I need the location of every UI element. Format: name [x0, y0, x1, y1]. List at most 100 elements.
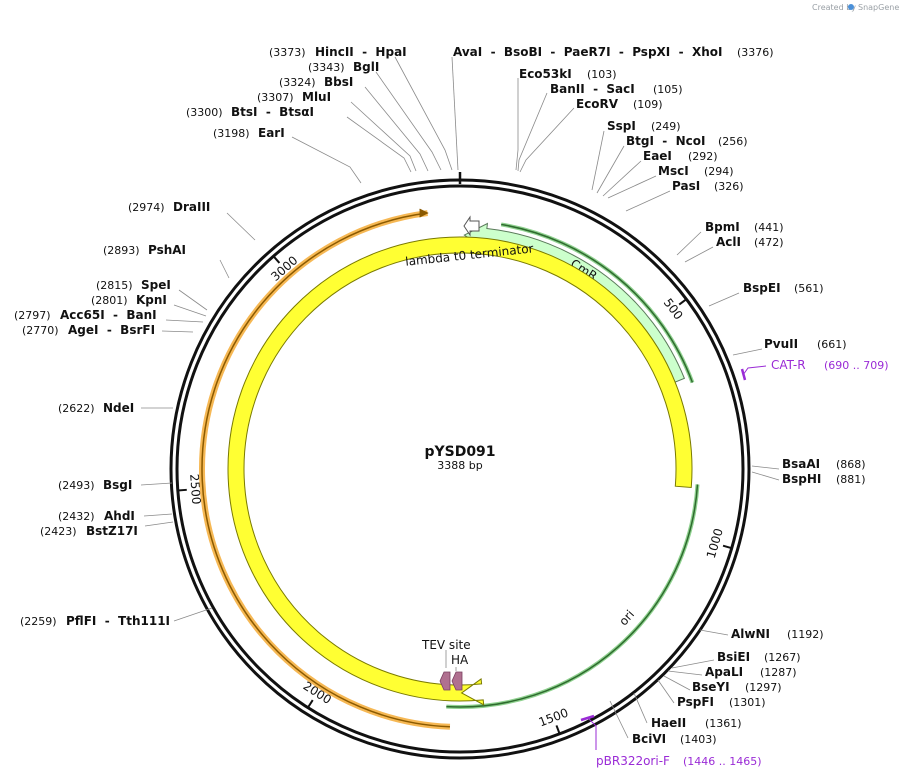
site-position: (109): [633, 98, 663, 111]
site-name: BstZ17I: [86, 524, 138, 538]
site-name: BglI: [353, 60, 379, 74]
site-spei[interactable]: (2815)SpeI: [96, 278, 171, 292]
site-bstz17i[interactable]: (2423)BstZ17I: [40, 524, 138, 538]
site-position: (441): [754, 221, 784, 234]
site-kpni[interactable]: (2801)KpnI: [91, 293, 167, 307]
site-bsiei[interactable]: (1267)BsiEI: [717, 650, 801, 664]
site-eari[interactable]: (3198)EarI: [213, 126, 285, 140]
site-bgli[interactable]: (3343)BglI: [308, 60, 379, 74]
site-name: Acc65I - BanI: [60, 308, 157, 322]
primer-pbr322ori[interactable]: pBR322ori-F (1446 .. 1465): [580, 714, 762, 768]
site-msci[interactable]: (294)MscI: [658, 164, 734, 178]
site-position: (2493): [58, 479, 95, 492]
tick-mark: [177, 488, 187, 492]
site-position: (2432): [58, 510, 95, 523]
site-position: (1297): [745, 681, 782, 694]
ori-feature-arrow[interactable]: [227, 236, 693, 706]
site-dralll[interactable]: (2974)DraIII: [128, 200, 210, 214]
site-name: HincII - HpaI: [315, 45, 407, 59]
site-pflfi[interactable]: (2259) PflFI - Tth111I: [20, 614, 170, 628]
site-name: PasI: [672, 179, 700, 193]
site-btsi[interactable]: (3300)BtsI - BtsαI: [186, 105, 314, 119]
tick-label: 500: [661, 296, 686, 323]
site-btgi[interactable]: (256)BtgI - NcoI: [626, 134, 748, 148]
site-position: (1192): [787, 628, 824, 641]
site-sspi[interactable]: (249)SspI: [607, 119, 681, 133]
site-name: AvaI - BsoBI - PaeR7I - PspXI - XhoI: [453, 45, 722, 59]
site-apali[interactable]: (1287)ApaLI: [705, 665, 797, 679]
ha-label: HA: [451, 653, 469, 667]
site-name: KpnI: [136, 293, 167, 307]
site-acli[interactable]: (472)AclI: [716, 235, 784, 249]
ha-marker[interactable]: [451, 671, 463, 691]
site-banii[interactable]: (105)BanII - SacI: [550, 82, 683, 96]
site-name: AhdI: [104, 509, 135, 523]
site-name: NdeI: [103, 401, 134, 415]
site-position: (561): [794, 282, 824, 295]
site-alwni[interactable]: (1192)AlwNI: [731, 627, 824, 641]
site-hincii[interactable]: (3373) HincII - HpaI: [269, 45, 407, 59]
site-agei[interactable]: (2770)AgeI - BsrFI: [22, 323, 155, 337]
site-position: (3324): [279, 76, 316, 89]
site-bsaai[interactable]: (868) BsaAI: [782, 457, 866, 471]
site-name: BseYI: [692, 680, 730, 694]
site-mlui[interactable]: (3307)MluI: [257, 90, 331, 104]
site-bbsi[interactable]: (3324)BbsI: [279, 75, 353, 89]
site-position: (1287): [760, 666, 797, 679]
pbr322-name: pBR322ori-F: [596, 754, 670, 768]
site-name: PspFI: [677, 695, 714, 709]
tev-site-marker[interactable]: [439, 671, 451, 691]
site-position: (105): [653, 83, 683, 96]
watermark: Created by SnapGene: [812, 3, 899, 12]
site-position: (2815): [96, 279, 133, 292]
tick-mark: [722, 544, 732, 550]
site-eaei[interactable]: (292)EaeI: [643, 149, 718, 163]
primer-catr[interactable]: CAT-R (690 .. 709): [740, 358, 889, 381]
site-name: HaeII: [651, 716, 686, 730]
tick-label: 1000: [704, 527, 726, 560]
site-ecorv[interactable]: (109)EcoRV: [576, 97, 663, 111]
site-name: PflFI - Tth111I: [66, 614, 170, 628]
catr-name: CAT-R: [771, 358, 806, 372]
site-position: (868): [836, 458, 866, 471]
site-name: Eco53kI: [519, 67, 572, 81]
site-position: (3376): [737, 46, 774, 59]
site-position: (103): [587, 68, 617, 81]
site-position: (294): [704, 165, 734, 178]
site-bcivi[interactable]: (1403)BciVI: [632, 732, 717, 746]
plasmid-length: 3388 bp: [437, 459, 482, 472]
site-name: AclI: [716, 235, 741, 249]
site-ndei[interactable]: (2622)NdeI: [58, 401, 134, 415]
site-position: (2797): [14, 309, 51, 322]
site-bseyi[interactable]: (1297) BseYI: [692, 680, 782, 694]
site-name: BsaAI: [782, 457, 820, 471]
site-position: (1301): [729, 696, 766, 709]
site-position: (2259): [20, 615, 57, 628]
site-position: (3198): [213, 127, 250, 140]
site-position: (881): [836, 473, 866, 486]
site-eco53ki[interactable]: (103) Eco53kI: [519, 67, 617, 81]
site-pshai[interactable]: (2893)PshAI: [103, 243, 186, 257]
site-pspfi[interactable]: (1301) PspFI: [677, 695, 766, 709]
site-position: (3300): [186, 106, 223, 119]
site-pasi[interactable]: (326)PasI: [672, 179, 744, 193]
site-position: (3373): [269, 46, 306, 59]
tev-ha-features[interactable]: [439, 650, 463, 691]
site-bspei[interactable]: (561)BspEI: [743, 281, 824, 295]
site-name: DraIII: [173, 200, 210, 214]
tick-label: 1500: [537, 706, 571, 730]
tev-site-label: TEV site: [421, 638, 471, 652]
site-bsphi[interactable]: (881)BspHI: [782, 472, 866, 486]
ori-label: ori: [616, 607, 637, 628]
site-haeii[interactable]: (1361)HaeII: [651, 716, 742, 730]
site-ahdi[interactable]: (2432) AhdI: [58, 509, 135, 523]
site-pvuii[interactable]: (661)PvuII: [764, 337, 847, 351]
site-acc65i[interactable]: (2797) Acc65I - BanI: [14, 308, 157, 322]
site-name: BsiEI: [717, 650, 750, 664]
site-avai[interactable]: (3376) AvaI - BsoBI - PaeR7I - PspXI - Xh…: [453, 45, 774, 59]
lambda-terminator-arrow[interactable]: [463, 215, 480, 237]
site-bpmi[interactable]: (441)BpmI: [705, 220, 784, 234]
site-position: (3307): [257, 91, 294, 104]
site-bsgi[interactable]: (2493)BsgI: [58, 478, 132, 492]
site-position: (256): [718, 135, 748, 148]
